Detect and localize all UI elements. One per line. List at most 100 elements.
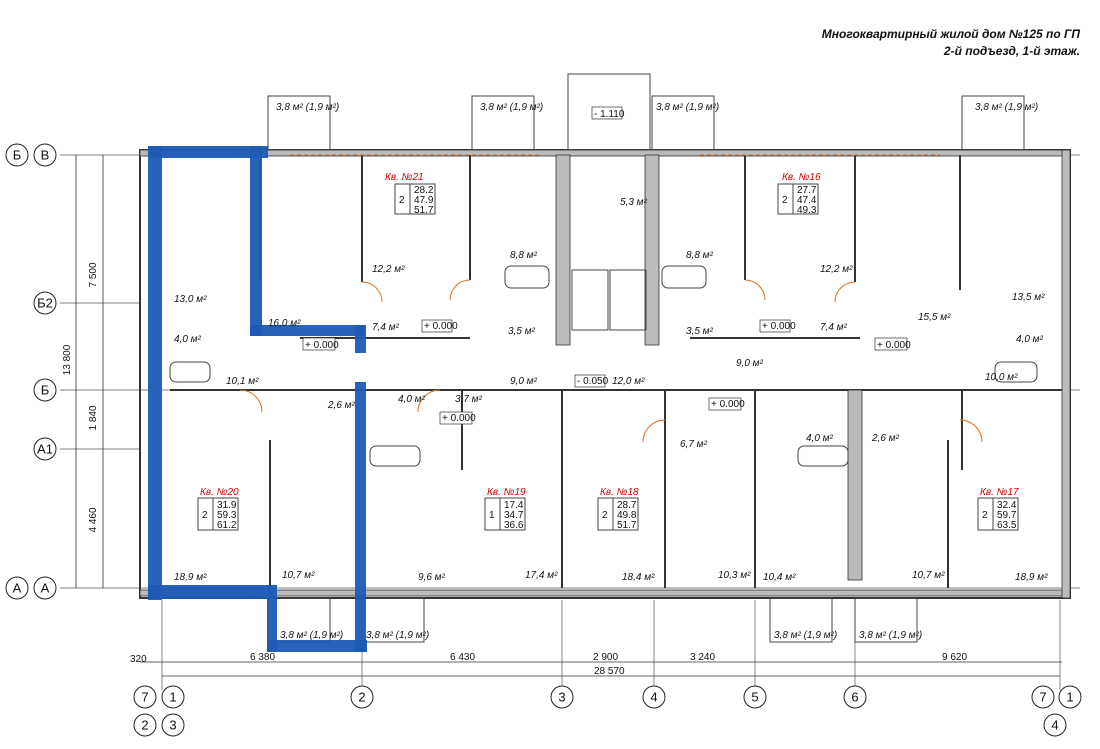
area-label: 10,0 м² <box>985 372 1018 383</box>
col-axis: 7 <box>1039 690 1046 705</box>
apt-16-v2: 47.4 <box>797 195 817 206</box>
area-label: 4,0 м² <box>1016 334 1044 345</box>
dim-h-3: 6 430 <box>450 652 475 663</box>
area-label: 17,4 м² <box>525 570 558 581</box>
dim-v-2: 13 800 <box>62 344 73 375</box>
col-axis: 2 <box>358 690 365 705</box>
area-label: 12,0 м² <box>612 376 645 387</box>
dim-h-2: 6 380 <box>250 652 275 663</box>
area-label: 10,4 м² <box>763 572 796 583</box>
area-label: 18,4 м² <box>622 572 655 583</box>
col-axis: 3 <box>558 690 565 705</box>
apartment-17: Кв. №17 2 32.4 59.7 63.5 <box>977 487 1019 531</box>
apt-19-v1: 17.4 <box>504 500 524 511</box>
area-label: 9,0 м² <box>510 376 538 387</box>
balcony-label-8: 3,8 м² (1,9 м²) <box>859 630 922 641</box>
apt-18-v3: 51.7 <box>617 520 637 531</box>
col-axis-alt: 3 <box>169 718 176 733</box>
balconies: 3,8 м² (1,9 м²) 3,8 м² (1,9 м²) 3,8 м² (… <box>267 95 1038 643</box>
horizontal-dimensions: 320 6 380 6 430 2 900 3 240 9 620 28 570 <box>130 652 1062 677</box>
area-label: 5,3 м² <box>620 197 648 208</box>
area-label: 9,0 м² <box>736 358 764 369</box>
apt-20-rooms: 2 <box>202 510 208 521</box>
vertical-dimensions: 7 500 13 800 1 840 4 460 <box>62 155 104 588</box>
area-label: 2,6 м² <box>871 433 900 444</box>
area-label: 7,4 м² <box>820 322 848 333</box>
apt-20-v2: 59.3 <box>217 510 237 521</box>
level-mark: + 0.000 <box>711 399 745 410</box>
drawing-title: Многоквартирный жилой дом №125 по ГП 2-й… <box>822 26 1080 60</box>
apt-18-v2: 49.8 <box>617 510 637 521</box>
apartment-21: Кв. №21 2 28.2 47.9 51.7 <box>385 172 436 216</box>
dim-v-1: 7 500 <box>88 262 99 287</box>
column-axes: 7 1 2 3 4 5 6 7 1 2 3 4 <box>133 685 1082 737</box>
col-axis: 4 <box>650 690 657 705</box>
apt-19-v2: 34.7 <box>504 510 524 521</box>
area-label: 12,2 м² <box>820 264 853 275</box>
apt-21-rooms: 2 <box>399 195 405 206</box>
title-line-2: 2-й подъезд, 1-й этаж. <box>943 44 1080 58</box>
col-axis: 7 <box>141 690 148 705</box>
balcony-label-2: 3,8 м² (1,9 м²) <box>480 102 543 113</box>
dim-h-5: 3 240 <box>690 652 715 663</box>
area-label: 10,7 м² <box>912 570 945 581</box>
apartment-20: Кв. №20 2 31.9 59.3 61.2 <box>197 487 239 531</box>
apt-21-v2: 47.9 <box>414 195 434 206</box>
apt-19-rooms: 1 <box>489 510 495 521</box>
area-label: 10,3 м² <box>718 570 751 581</box>
apt-19-v3: 36.6 <box>504 520 524 531</box>
balcony-label-6: 3,8 м² (1,9 м²) <box>366 630 429 641</box>
apt-21-title: Кв. №21 <box>385 172 424 183</box>
area-label: 18,9 м² <box>174 572 207 583</box>
area-label: 9,6 м² <box>418 572 446 583</box>
apt-20-title: Кв. №20 <box>200 487 239 498</box>
apt-17-title: Кв. №17 <box>980 487 1019 498</box>
col-axis: 1 <box>169 690 176 705</box>
col-axis-alt: 2 <box>141 718 148 733</box>
row-axis-a-right: А <box>41 581 50 596</box>
area-label: 3,7 м² <box>455 394 483 405</box>
area-label: 16,0 м² <box>268 318 301 329</box>
highlighted-wall-path <box>148 146 367 652</box>
dim-v-4: 4 460 <box>88 507 99 532</box>
building-walls <box>139 73 1071 599</box>
room-areas: 12,2 м² 8,8 м² 5,3 м² 8,8 м² 12,2 м² 13,… <box>174 197 1048 583</box>
dim-h-6: 9 620 <box>942 652 967 663</box>
balcony-label-5: 3,8 м² (1,9 м²) <box>280 630 343 641</box>
apt-16-title: Кв. №16 <box>782 172 821 183</box>
apt-17-rooms: 2 <box>982 510 988 521</box>
balcony-label-7: 3,8 м² (1,9 м²) <box>774 630 837 641</box>
apt-18-v1: 28.7 <box>617 500 637 511</box>
area-label: 7,4 м² <box>372 322 400 333</box>
dim-h-4: 2 900 <box>593 652 618 663</box>
col-axis: 6 <box>851 690 858 705</box>
area-label: 8,8 м² <box>510 250 538 261</box>
apt-16-v1: 27.7 <box>797 185 817 196</box>
area-label: 2,6 м² <box>327 400 356 411</box>
level-mark: - 0.050 <box>577 376 609 387</box>
apartment-16: Кв. №16 2 27.7 47.4 49.3 <box>777 172 821 216</box>
level-marks: - 1.110 + 0.000 + 0.000 + 0.000 + 0.000 … <box>302 106 911 425</box>
area-label: 3,5 м² <box>686 326 714 337</box>
row-axis-v: В <box>41 148 50 163</box>
balcony-label-1: 3,8 м² (1,9 м²) <box>276 102 339 113</box>
row-axis-b2: Б2 <box>37 296 53 311</box>
level-mark: + 0.000 <box>305 340 339 351</box>
row-axis-a-left: А <box>13 581 22 596</box>
balcony-label-4: 3,8 м² (1,9 м²) <box>975 102 1038 113</box>
row-axis-b-mid: Б <box>41 383 50 398</box>
area-label: 12,2 м² <box>372 264 405 275</box>
apt-17-v1: 32.4 <box>997 500 1017 511</box>
area-label: 4,0 м² <box>806 433 834 444</box>
apt-16-rooms: 2 <box>782 195 788 206</box>
row-axis-b: Б <box>13 148 22 163</box>
area-label: 10,7 м² <box>282 570 315 581</box>
apt-16-v3: 49.3 <box>797 205 817 216</box>
level-mark: + 0.000 <box>424 321 458 332</box>
apt-18-title: Кв. №18 <box>600 487 639 498</box>
level-mark: - 1.110 <box>594 109 625 120</box>
apt-17-v2: 59.7 <box>997 510 1017 521</box>
apartment-19: Кв. №19 1 17.4 34.7 36.6 <box>484 487 526 531</box>
area-label: 3,5 м² <box>508 326 536 337</box>
